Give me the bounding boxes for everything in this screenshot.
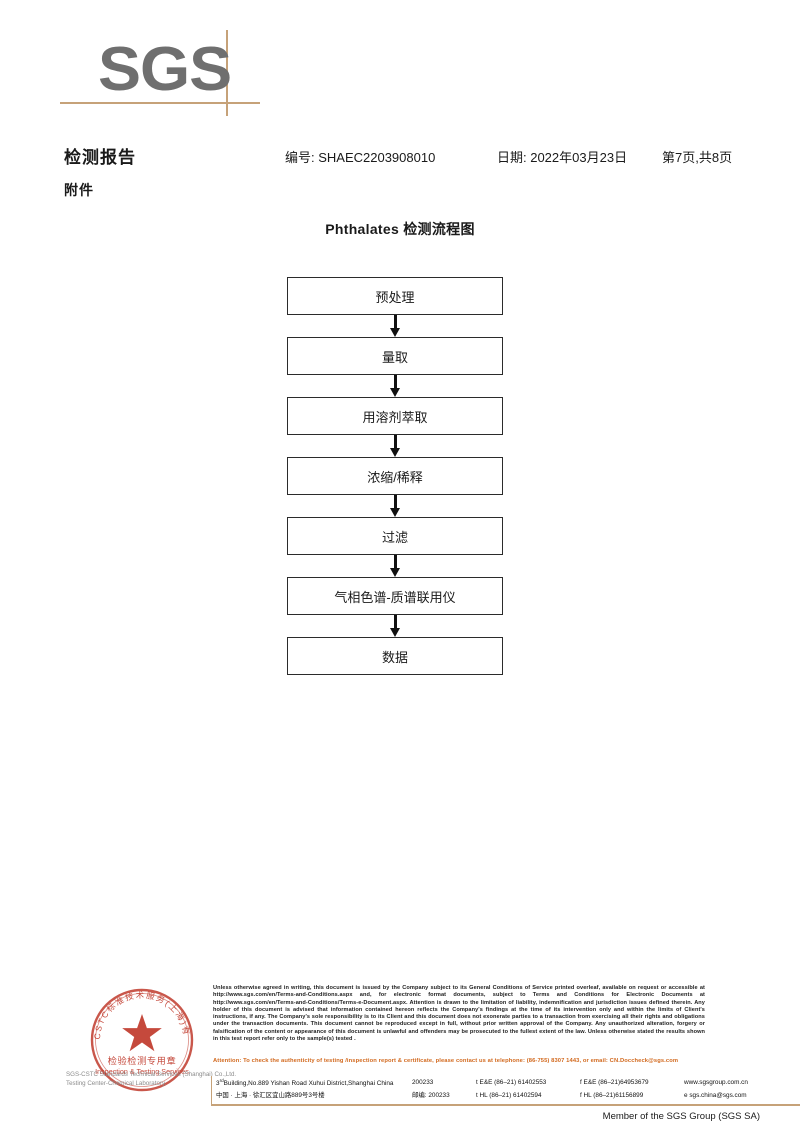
page-indicator: 第7页,共8页 [662,150,733,165]
page-title: 检测报告 [64,148,136,167]
logo-horizontal-rule [60,102,260,104]
report-number: 编号: SHAEC2203908010 [285,150,436,165]
zip-en: 200233 [412,1079,434,1086]
flowchart-title: Phthalates 检测流程图 [325,221,475,237]
address-block: 3rdBuilding,No.889 Yishan Road Xuhui Dis… [216,1076,800,1102]
flow-arrow-down-icon [287,555,503,577]
seal-overlay-text: SGS-CSTC Standards Technical Services (S… [66,1071,237,1087]
footer-rule [211,1104,800,1106]
flow-arrow-down-icon [287,375,503,397]
fax-hl: f HL (86–21)61156899 [580,1092,644,1099]
flow-step-box: 数据 [287,637,503,675]
member-line: Member of the SGS Group (SGS SA) [602,1111,760,1122]
report-date: 日期: 2022年03月23日 [497,150,628,165]
seal-graphic: SGS-CSTC标准技术服务(上海)有限公司 检验检测专用章 Inspectio… [88,986,194,1092]
email: e sgs.china@sgs.com [684,1092,747,1099]
flow-arrow-down-icon [287,435,503,457]
flowchart: 预处理 量取 用溶剂萃取 浓缩/稀释 过滤 气相色谱-质谱联用仪 数据 [287,277,503,675]
address-divider [211,1076,213,1104]
address-row-en: 3rdBuilding,No.889 Yishan Road Xuhui Dis… [216,1076,800,1089]
attachment-label: 附件 [64,182,94,198]
website: www.sgsgroup.com.cn [684,1079,748,1086]
zip-cn: 邮编: 200233 [412,1092,450,1099]
flow-step-box: 气相色谱-质谱联用仪 [287,577,503,615]
fax-ee: f E&E (86–21)64953679 [580,1079,649,1086]
flow-step-box: 浓缩/稀释 [287,457,503,495]
logo-vertical-rule [226,30,228,116]
company-seal-stamp: SGS-CSTC标准技术服务(上海)有限公司 检验检测专用章 Inspectio… [66,986,236,1094]
svg-text:Inspection & Testing Services: Inspection & Testing Services [95,1067,189,1076]
address-row-cn: 中国 · 上海 · 徐汇区宜山路889号3号楼 邮编: 200233 t HL … [216,1089,800,1102]
tel-ee: t E&E (86–21) 61402553 [476,1079,547,1086]
tel-hl: t HL (86–21) 61402594 [476,1092,542,1099]
svg-text:检验检测专用章: 检验检测专用章 [108,1055,177,1066]
sgs-logo: SGS [60,30,298,116]
legal-terms-text: Unless otherwise agreed in writing, this… [213,985,705,1043]
address-cn: 中国 · 上海 · 徐汇区宜山路889号3号楼 [216,1092,325,1099]
flow-arrow-down-icon [287,615,503,637]
flow-arrow-down-icon [287,495,503,517]
flow-step-box: 过滤 [287,517,503,555]
flow-step-box: 用溶剂萃取 [287,397,503,435]
flow-arrow-down-icon [287,315,503,337]
address-en: 3rdBuilding,No.889 Yishan Road Xuhui Dis… [216,1078,394,1088]
flow-step-box: 预处理 [287,277,503,315]
flow-step-box: 量取 [287,337,503,375]
attention-notice: Attention: To check the authenticity of … [213,1058,679,1064]
logo-wordmark: SGS [98,35,232,104]
